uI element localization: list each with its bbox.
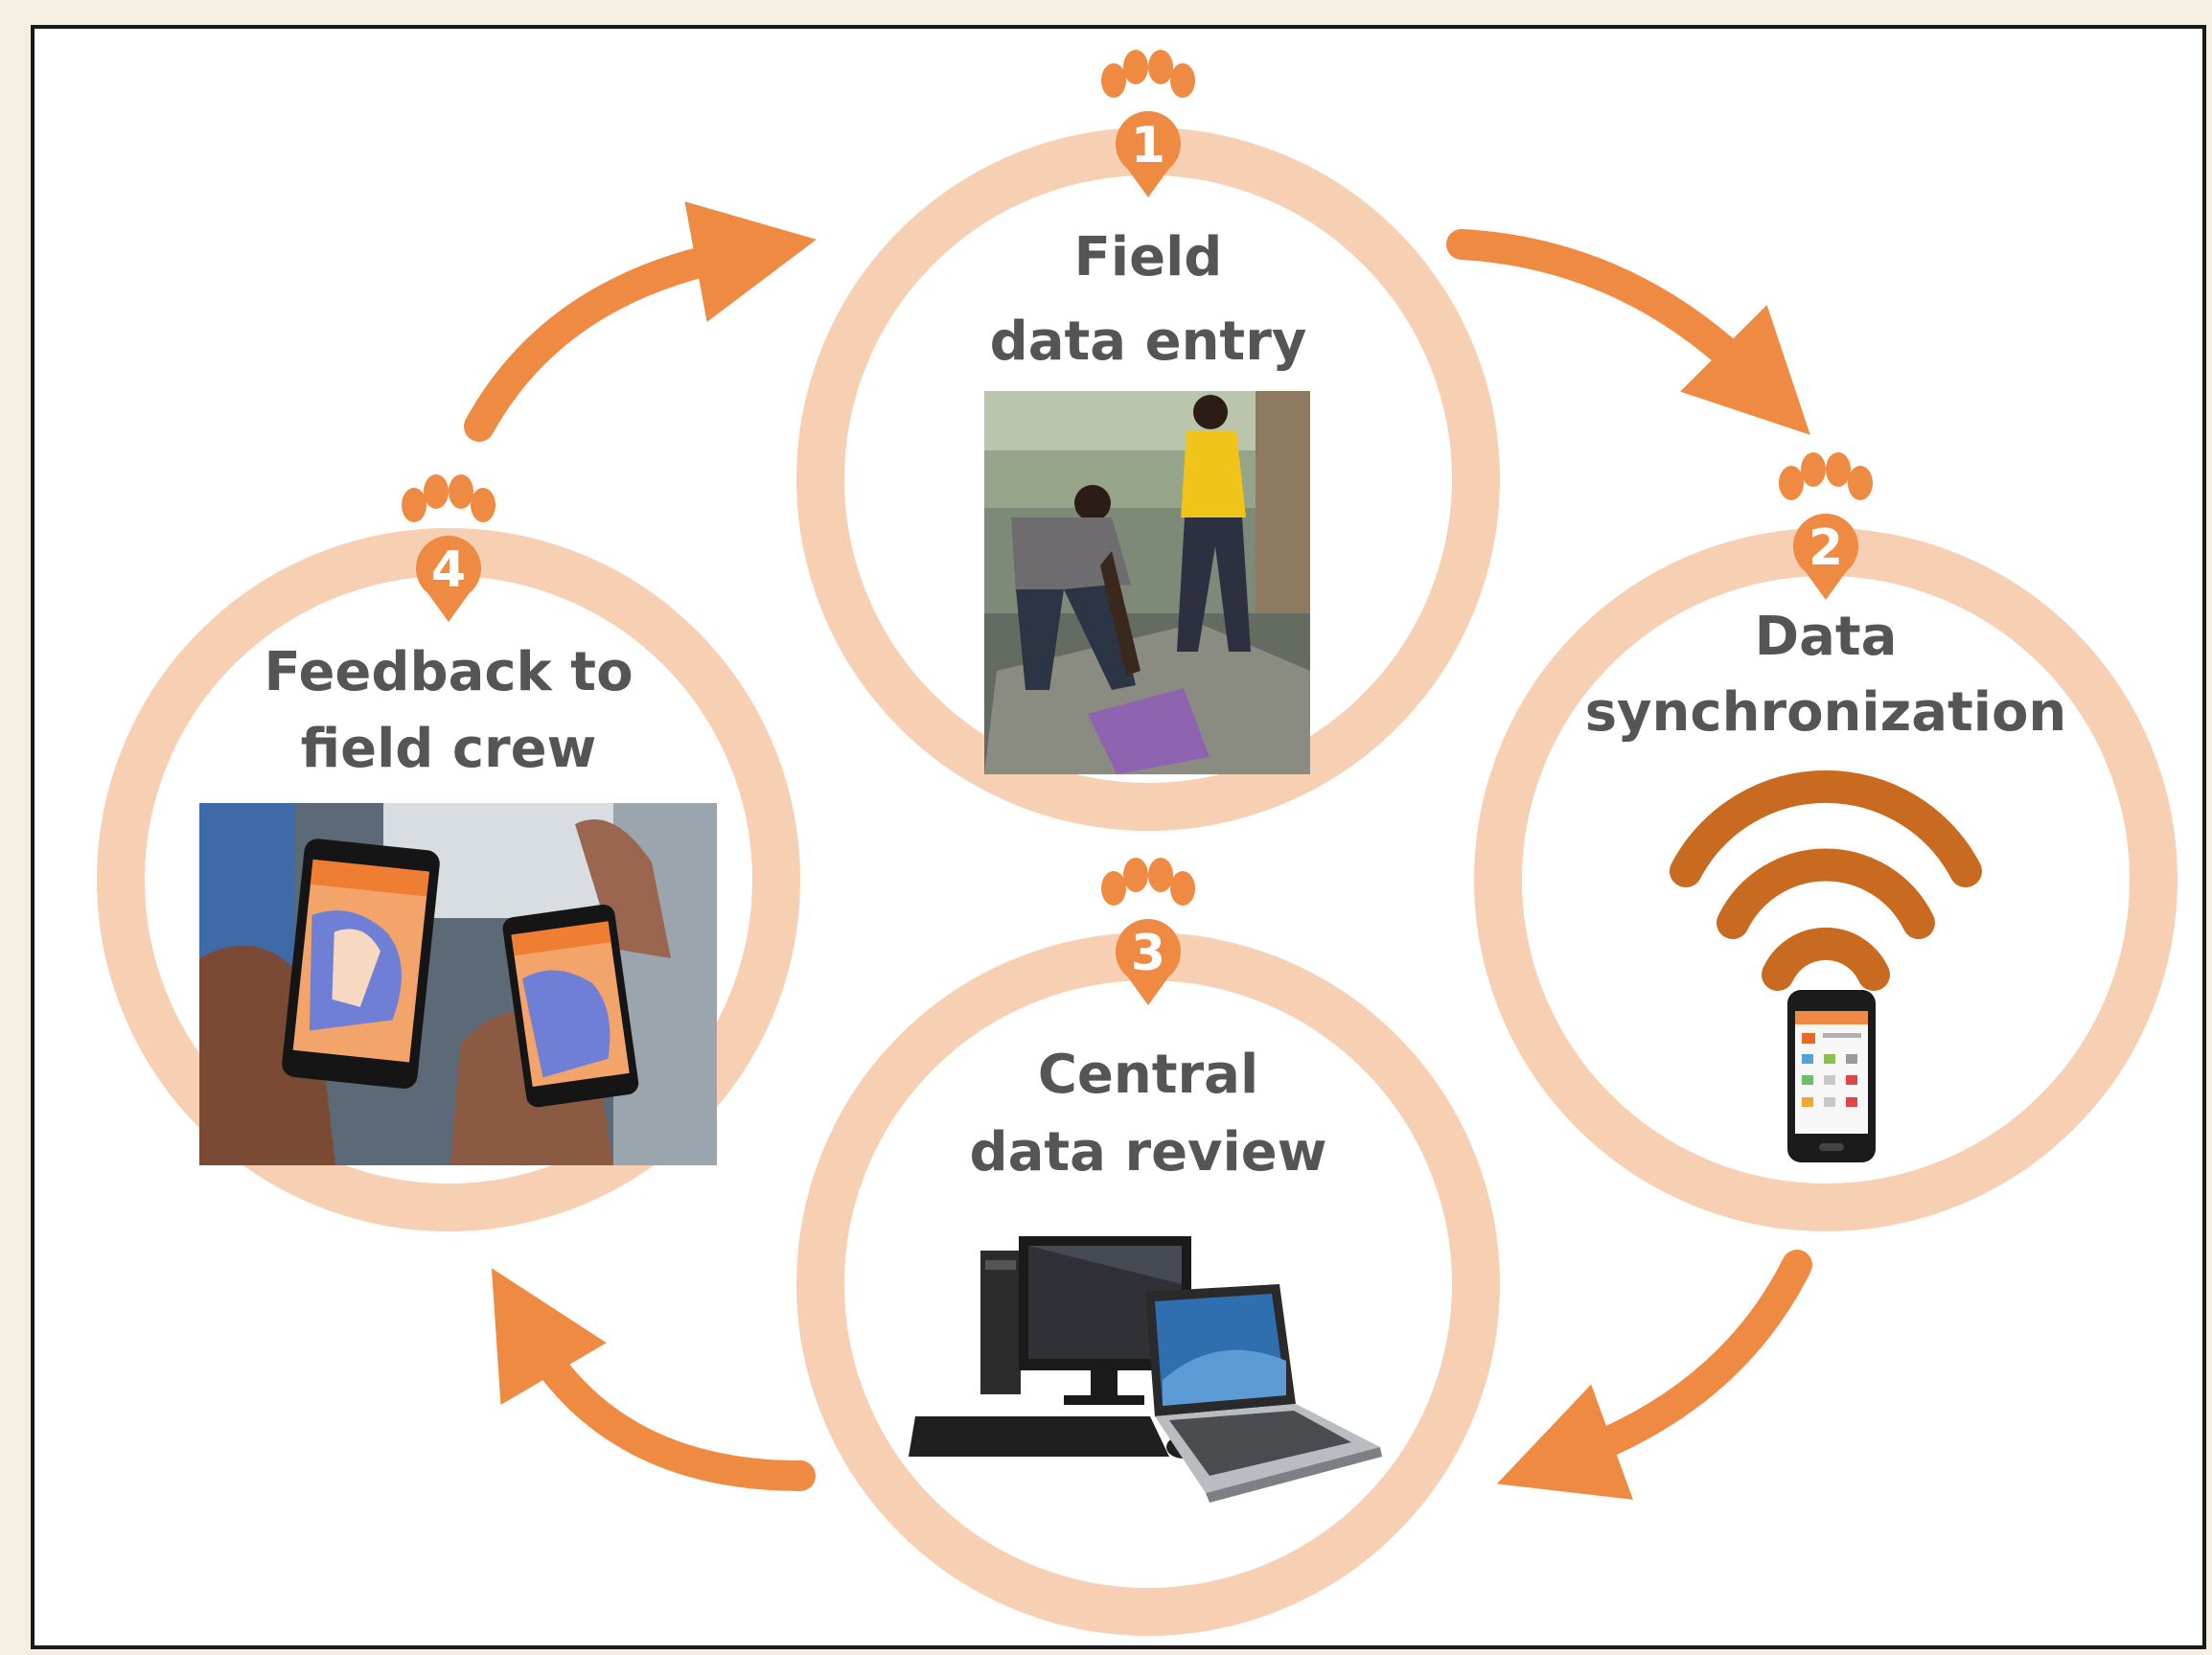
step-number: 3 (1131, 925, 1165, 982)
step-number: 2 (1809, 519, 1843, 577)
step-3: 3 Central data review (909, 858, 1382, 1503)
step-1: 1 Field data entry (984, 50, 1310, 774)
paw-marker-2: 2 (1779, 452, 1873, 600)
cycle-arrows (464, 201, 1812, 1500)
step-title-line2: field crew (301, 718, 597, 780)
arrow-step4-to-step1 (464, 201, 817, 442)
paw-marker-3: 3 (1101, 858, 1195, 1005)
step-title-line2: synchronization (1585, 681, 2067, 744)
step-title-line1: Central (1038, 1044, 1258, 1106)
paw-print-icon (1101, 50, 1195, 197)
smartphone-icon (1787, 990, 1876, 1162)
arrow-step3-to-step4 (491, 1268, 816, 1491)
field-workers-photo (984, 391, 1310, 774)
paw-marker-4: 4 (402, 474, 495, 622)
step-title-line1: Field (1074, 226, 1223, 288)
step-title-line2: data entry (990, 310, 1307, 373)
wifi-icon (1670, 770, 1982, 991)
step-title-line1: Data (1755, 606, 1898, 668)
step-2: 2 Data synchronization (1585, 452, 2067, 1162)
laptop-icon (1145, 1284, 1382, 1503)
step-title-line2: data review (970, 1121, 1327, 1184)
phones-in-hands-photo (199, 803, 717, 1165)
paw-print-icon (1779, 452, 1873, 600)
paw-print-icon (402, 474, 495, 622)
paw-print-icon (1101, 858, 1195, 1005)
paw-marker-1: 1 (1101, 50, 1195, 197)
step-number: 4 (431, 541, 466, 599)
step-4: 4 Feedback to field crew (199, 474, 717, 1165)
arrow-step2-to-step3 (1496, 1250, 1812, 1500)
step-number: 1 (1131, 117, 1165, 174)
arrow-step1-to-step2 (1446, 229, 1810, 435)
step-title-line1: Feedback to (264, 641, 633, 703)
